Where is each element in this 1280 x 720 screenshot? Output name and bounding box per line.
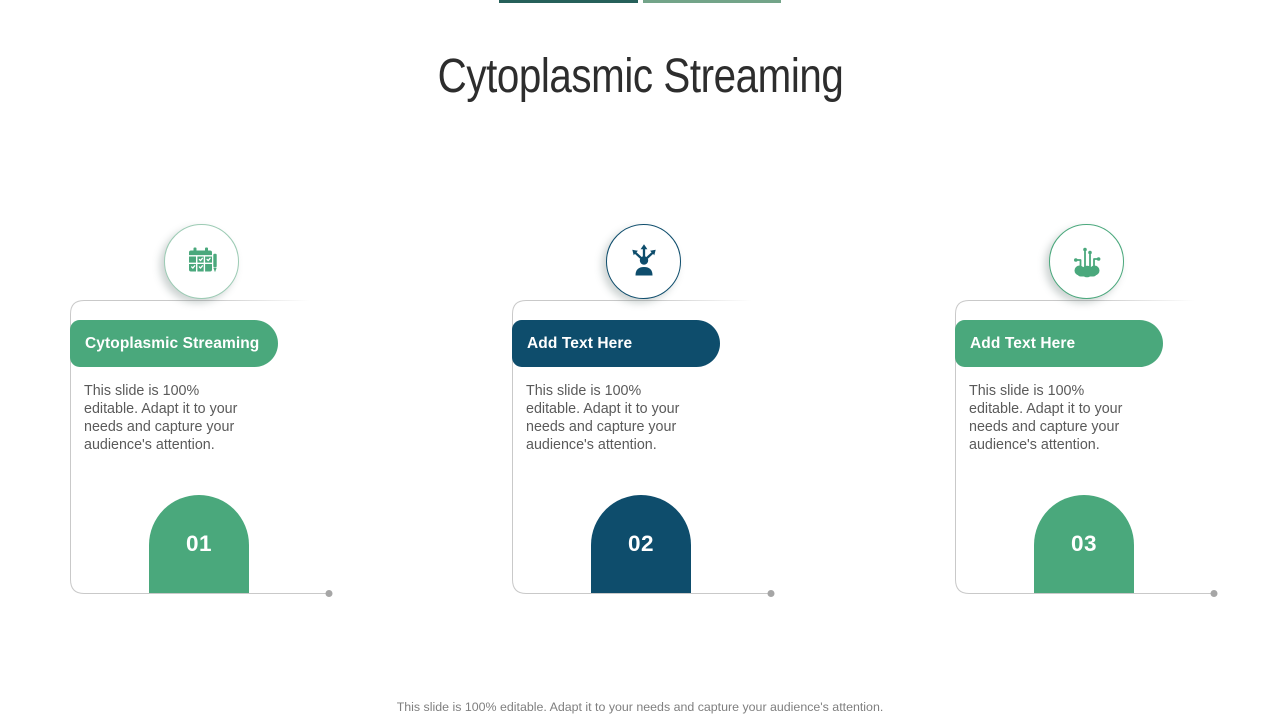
card-number-arch: 01 (149, 495, 249, 593)
top-accent-bar-left (499, 0, 638, 3)
icon-circle (606, 224, 681, 299)
icon-circle (164, 224, 239, 299)
card-body-text: This slide is 100% editable. Adapt it to… (84, 383, 238, 453)
card-title-label: Cytoplasmic Streaming (85, 334, 260, 352)
card-number: 01 (185, 531, 213, 556)
card-title-label: Add Text Here (970, 334, 1076, 352)
card-outline (70, 300, 333, 597)
card-title-label: Add Text Here (527, 334, 633, 352)
connector-end-dot (767, 590, 775, 597)
card-body-text: This slide is 100% editable. Adapt it to… (969, 383, 1123, 453)
card-2: Add Text Here This slide is 100% editabl… (512, 224, 775, 597)
person-direction-arrows-icon (631, 243, 656, 275)
card-outline (955, 300, 1218, 597)
icon-circle (1049, 224, 1124, 299)
card-1: Cytoplasmic Streaming This slide is 100%… (70, 224, 333, 597)
card-title-pill[interactable]: Add Text Here (512, 320, 720, 367)
card-number: 02 (627, 531, 655, 556)
connector-end-dot (1210, 590, 1218, 597)
card-number-arch: 03 (1034, 495, 1134, 593)
card-title-pill[interactable]: Add Text Here (955, 320, 1163, 367)
card-number-arch: 02 (591, 495, 691, 593)
calendar-checklist-pen-icon (188, 247, 217, 272)
footer-note: This slide is 100% editable. Adapt it to… (396, 700, 884, 714)
card-body-text: This slide is 100% editable. Adapt it to… (526, 383, 680, 453)
card-3: Add Text Here This slide is 100% editabl… (955, 224, 1218, 597)
card-number: 03 (1070, 531, 1098, 556)
connector-end-dot (325, 590, 333, 597)
card-title-pill[interactable]: Cytoplasmic Streaming (70, 320, 278, 367)
top-accent-bar-right (643, 0, 781, 3)
page-title: Cytoplasmic Streaming (437, 50, 843, 104)
card-outline (512, 300, 775, 597)
circuit-cloud-icon (1073, 247, 1100, 277)
